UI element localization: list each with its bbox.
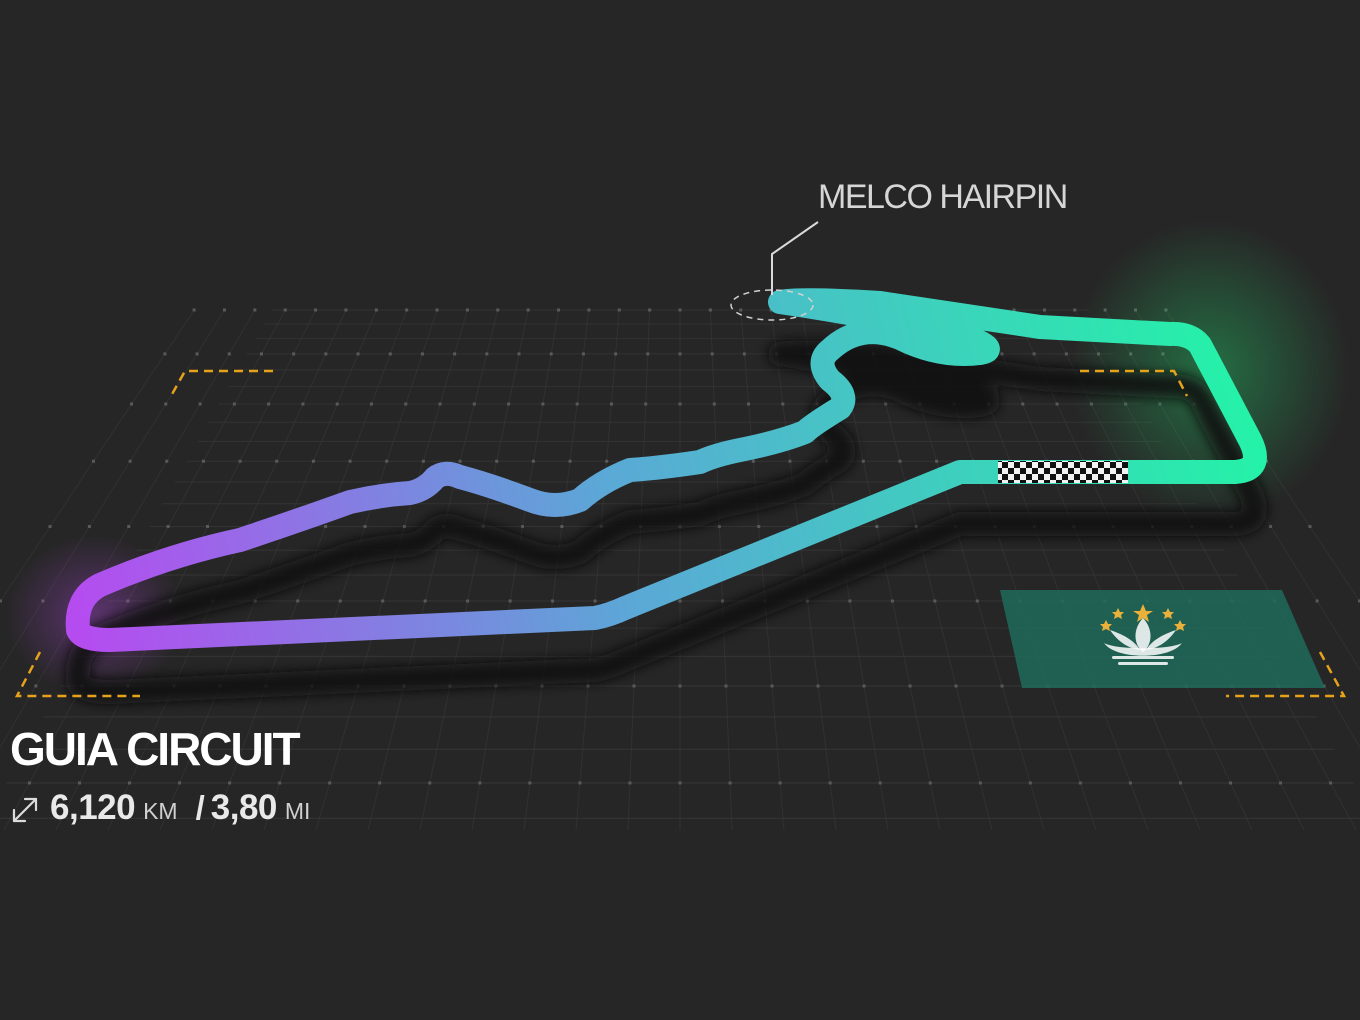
melco-hairpin-label: MELCO HAIRPIN <box>818 178 1068 216</box>
diagonal-resize-arrow-icon <box>12 797 38 823</box>
melco-hairpin-marker <box>730 221 819 321</box>
length-separator: / <box>195 789 205 826</box>
track-shadow <box>65 340 1267 704</box>
macau-flag-icon <box>1000 590 1325 688</box>
length-mi-value: 3,80 <box>210 788 278 827</box>
length-mi-unit: MI <box>284 798 311 824</box>
race-track <box>65 288 1267 652</box>
frame-corner-marks <box>14 369 1347 698</box>
length-km-unit: KM <box>143 798 178 824</box>
circuit-name: GUIA CIRCUIT <box>10 723 301 775</box>
circuit-length: 6,120 KM / 3,80 MI <box>10 788 310 832</box>
length-km-value: 6,120 <box>50 788 136 827</box>
checkered-flag-icon <box>998 461 1128 483</box>
